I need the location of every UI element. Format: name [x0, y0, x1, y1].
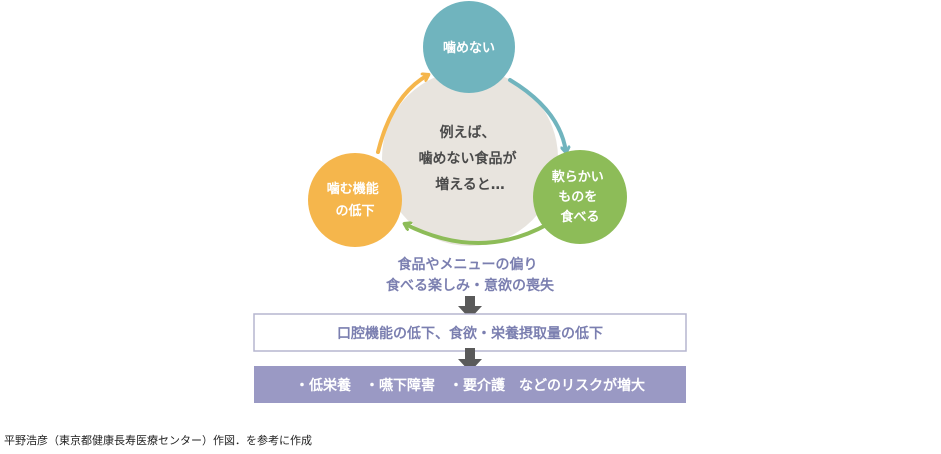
note-line-2: 食べる楽しみ・意欲の喪失 [386, 277, 555, 294]
arrow-eat-soft-to-chew-decline [405, 224, 550, 245]
center-line-3: 増えると… [435, 176, 505, 193]
down-arrow-1 [458, 296, 482, 319]
note-line-1: 食品やメニューの偏り [398, 256, 538, 273]
cycle-diagram: 例えば、 噛めない食品が 増えると… 噛めない 軟らかい ものを 食べる 噛む機… [253, 1, 687, 403]
node-eat-soft-label: 軟らかい ものを 食べる [552, 169, 609, 225]
node-chew-decline-line-2: の低下 [335, 203, 374, 219]
down-arrow-2 [458, 348, 482, 372]
box-oral-decline-text: 口腔機能の低下、食欲・栄養摂取量の低下 [337, 325, 603, 342]
node-eat-soft-line-1: 軟らかい [552, 169, 604, 185]
node-cant-chew-label: 噛めない [443, 40, 495, 56]
box-risk [254, 366, 686, 403]
node-chew-decline [308, 153, 402, 247]
node-chew-decline-label: 噛む機能 の低下 [327, 181, 384, 219]
center-line-2: 噛めない食品が [419, 150, 518, 167]
source-citation: 平野浩彦（東京都健康長寿医療センター）作図．を参考に作成 [4, 434, 312, 447]
node-eat-soft-line-2: ものを [558, 190, 597, 205]
node-eat-soft [533, 150, 627, 244]
center-line-1: 例えば、 [440, 124, 496, 141]
center-circle [382, 70, 558, 246]
arrow-chew-decline-to-cant-chew [376, 75, 428, 154]
center-text: 例えば、 噛めない食品が 増えると… [419, 124, 522, 193]
box-risk-text: ・低栄養 ・嚥下障害 ・要介護 などのリスクが増大 [295, 377, 645, 394]
note-text: 食品やメニューの偏り 食べる楽しみ・意欲の喪失 [386, 256, 555, 294]
node-eat-soft-line-3: 食べる [560, 209, 599, 225]
node-cant-chew-line-1: 噛めない [443, 40, 495, 56]
arrow-cant-chew-to-eat-soft [508, 78, 566, 152]
node-chew-decline-line-1: 噛む機能 [327, 181, 379, 197]
node-cant-chew [423, 1, 515, 93]
box-oral-decline [253, 313, 687, 352]
